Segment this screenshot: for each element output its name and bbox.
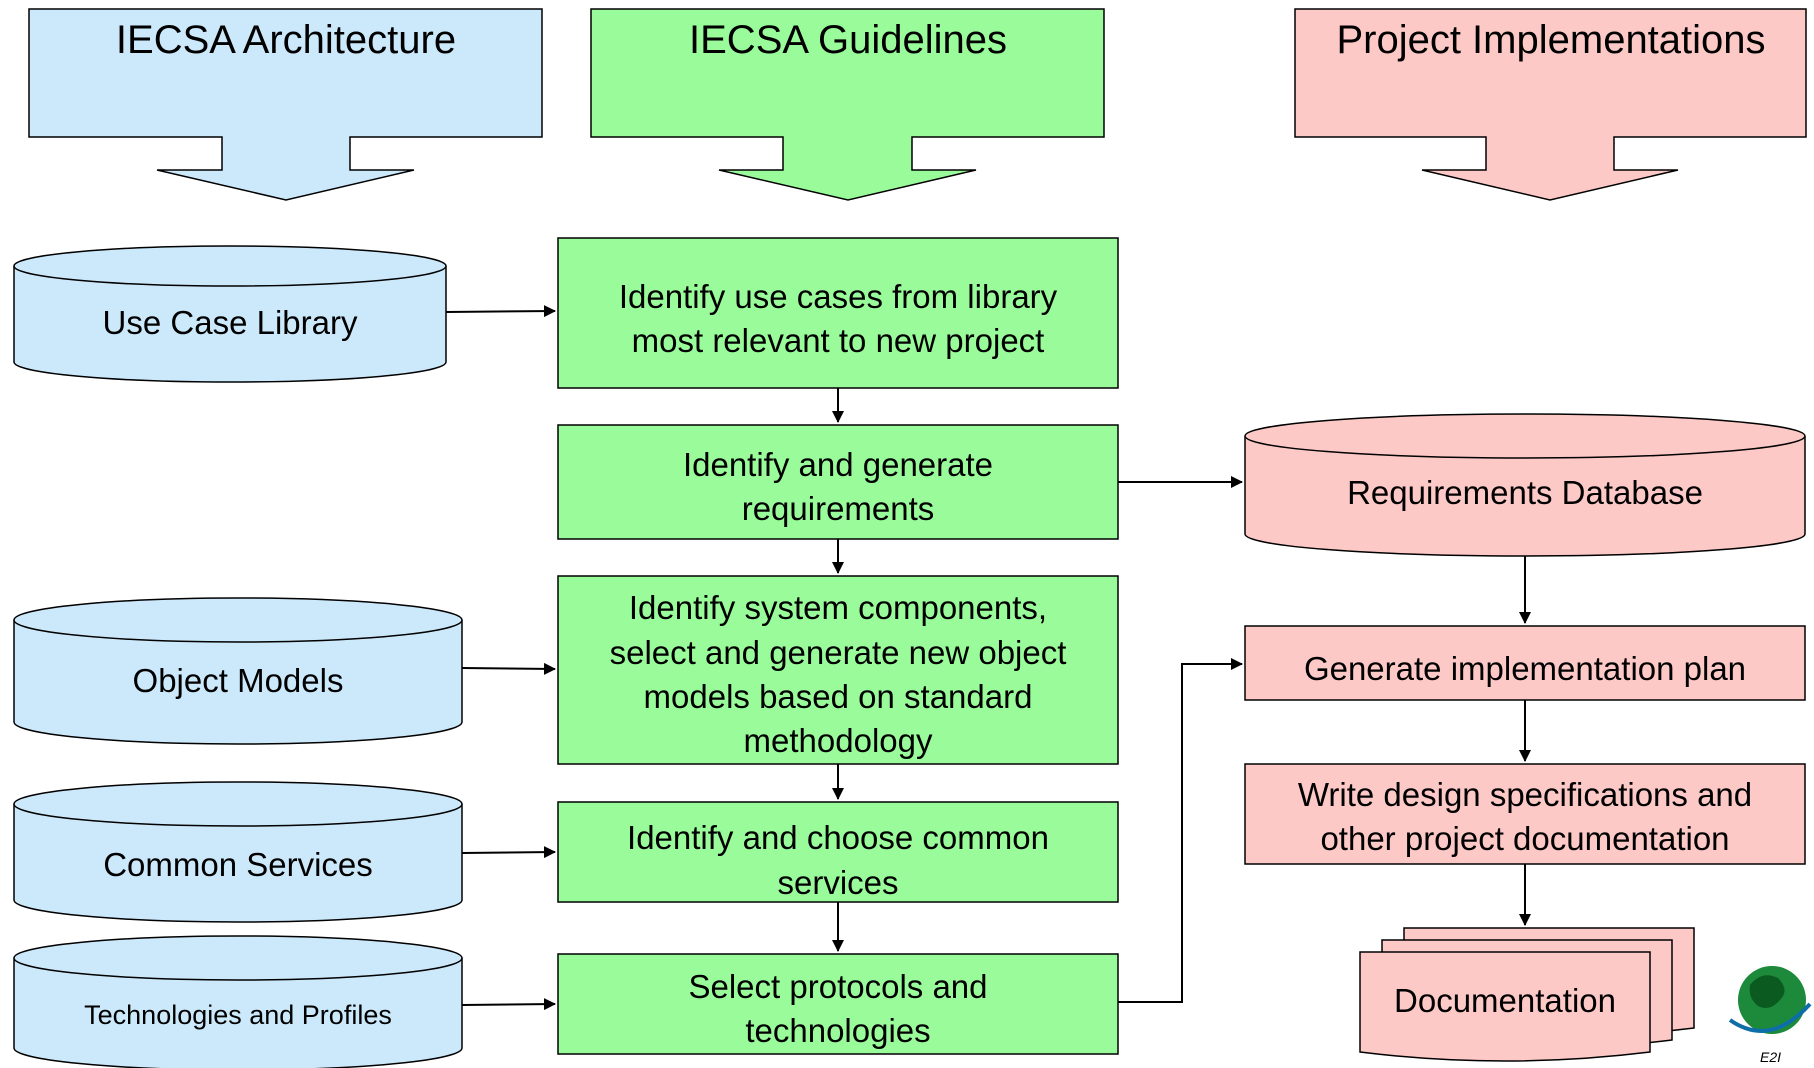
documentation-page-front: [1359, 951, 1651, 1062]
step-system-components-line-4: methodology: [744, 722, 933, 759]
step-common-services-box: [557, 801, 1119, 903]
db-use-case-library-top: [13, 245, 447, 287]
step-generate-requirements: Identify and generate requirements: [557, 424, 1119, 540]
header-architecture-shape: [28, 8, 543, 201]
connector-step5-to-impl-plan: [1118, 658, 1243, 1003]
step-system-components-line-2: select and generate new object: [610, 634, 1067, 671]
db-object-models: Object Models: [13, 597, 463, 745]
logo: E2I: [1728, 966, 1812, 1065]
header-implementation-shape: [1294, 8, 1807, 201]
step-common-services-line-2: services: [777, 864, 898, 901]
connector-object-models-to-step: [461, 662, 556, 675]
db-common-services-label: Common Services: [103, 846, 373, 883]
step-system-components-box: [557, 575, 1119, 765]
header-guidelines-shape: [590, 8, 1105, 201]
header-guidelines: IECSA Guidelines: [590, 8, 1105, 201]
impl-plan-label: Generate implementation plan: [1304, 650, 1746, 687]
step-common-services-line-1: Identify and choose common: [627, 819, 1049, 856]
impl-design-specs-line-2: other project documentation: [1320, 820, 1729, 857]
impl-design-specs-line-1: Write design specifications and: [1298, 776, 1752, 813]
impl-design-specs: Write design specifications and other pr…: [1244, 763, 1806, 865]
step-protocols-box: [557, 953, 1119, 1055]
header-implementation-title: Project Implementations: [1336, 18, 1765, 62]
step-generate-requirements-box: [557, 424, 1119, 540]
step-identify-use-cases-line-2: most relevant to new project: [632, 322, 1045, 359]
step-generate-requirements-line-2: requirements: [742, 490, 935, 527]
impl-design-specs-box: [1244, 763, 1806, 865]
header-implementation: Project Implementations: [1294, 8, 1807, 201]
connector-technologies-to-step: [461, 998, 556, 1011]
step-protocols-line-1: Select protocols and: [688, 968, 987, 1005]
db-object-models-top: [13, 597, 463, 643]
step-identify-use-cases-line-1: Identify use cases from library: [619, 278, 1058, 315]
step-common-services: Identify and choose common services: [557, 801, 1119, 903]
logo-text: E2I: [1760, 1049, 1781, 1065]
step-generate-requirements-line-1: Identify and generate: [683, 446, 993, 483]
step-system-components-line-1: Identify system components,: [629, 589, 1047, 626]
db-common-services: Common Services: [13, 781, 463, 923]
step-identify-use-cases: Identify use cases from library most rel…: [557, 237, 1119, 389]
db-use-case-library-body: [13, 266, 447, 383]
header-guidelines-title: IECSA Guidelines: [689, 18, 1007, 62]
db-technologies-profiles-top: [13, 935, 463, 981]
documentation-label: Documentation: [1394, 982, 1616, 1019]
connectors: [445, 305, 1531, 1011]
db-technologies-profiles: Technologies and Profiles: [13, 935, 463, 1068]
step-identify-use-cases-box: [557, 237, 1119, 389]
db-technologies-profiles-body: [13, 958, 463, 1068]
db-technologies-profiles-label: Technologies and Profiles: [84, 1000, 392, 1030]
globe-logo-swoosh: [1728, 1002, 1812, 1033]
header-architecture-title: IECSA Architecture: [116, 18, 456, 62]
header-architecture: IECSA Architecture: [28, 8, 543, 201]
db-requirements: Requirements Database: [1244, 413, 1806, 557]
db-use-case-library-label: Use Case Library: [103, 304, 358, 341]
impl-plan: Generate implementation plan: [1244, 625, 1806, 701]
db-common-services-top: [13, 781, 463, 827]
impl-documentation: Documentation: [1359, 927, 1695, 1062]
step-protocols: Select protocols and technologies: [557, 953, 1119, 1055]
db-requirements-top: [1244, 413, 1806, 459]
db-requirements-label: Requirements Database: [1347, 474, 1703, 511]
globe-logo-land: [1749, 975, 1785, 1008]
db-use-case-library: Use Case Library: [13, 245, 447, 383]
db-common-services-body: [13, 804, 463, 923]
step-protocols-line-2: technologies: [745, 1012, 930, 1049]
db-object-models-body: [13, 620, 463, 745]
connector-common-services-to-step: [461, 846, 556, 859]
step-system-components: Identify system components, select and g…: [557, 575, 1119, 765]
connector-use-case-library-to-step: [445, 305, 556, 318]
db-object-models-label: Object Models: [133, 662, 344, 699]
step-system-components-line-3: models based on standard: [644, 678, 1033, 715]
